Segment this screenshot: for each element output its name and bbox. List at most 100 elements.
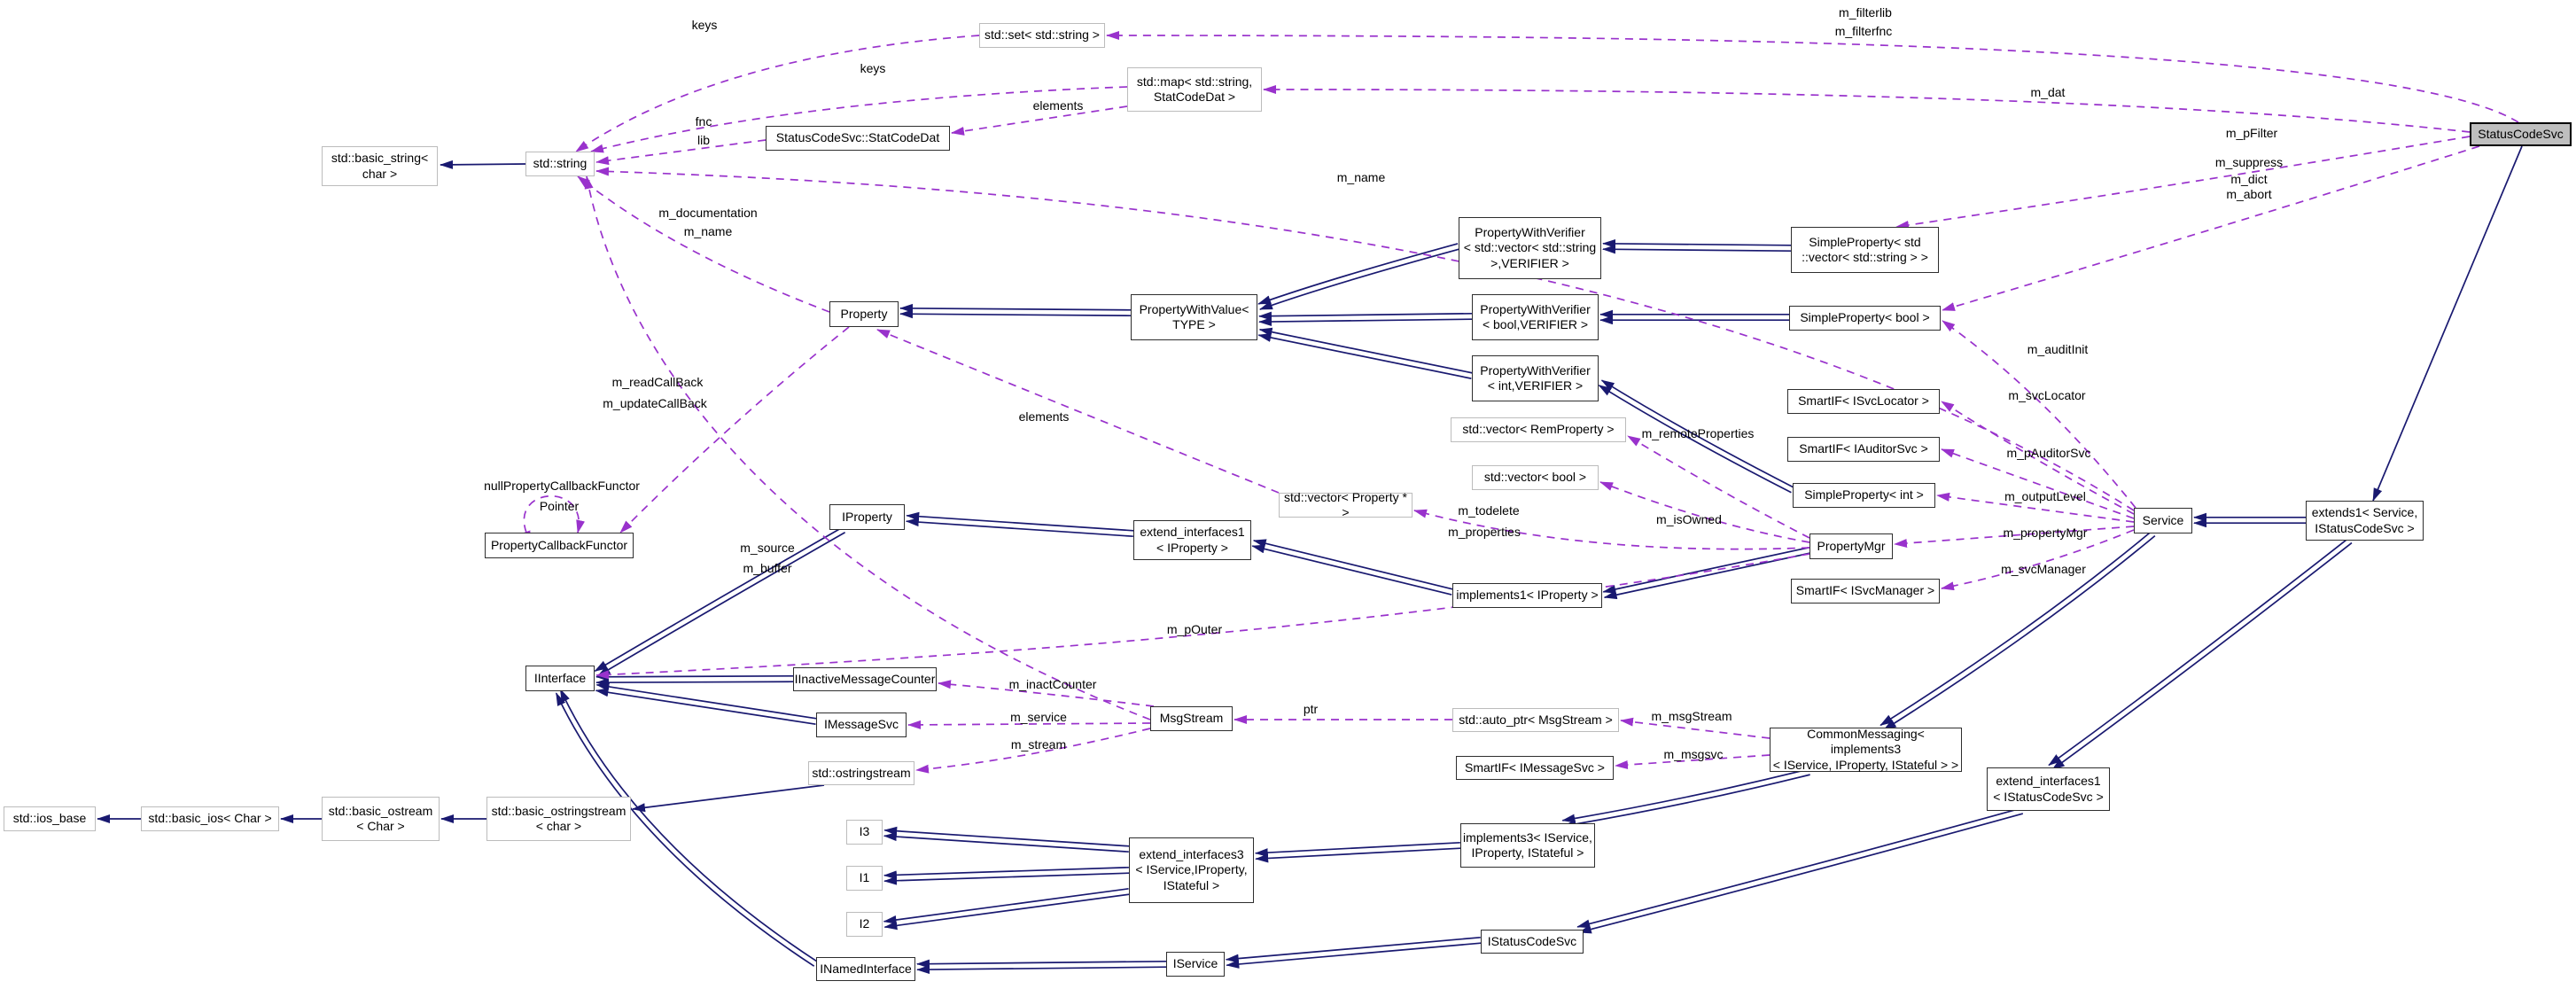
- edge-iservice-to-inamedinterface: [915, 959, 1166, 969]
- class-node-ostringstream: std::ostringstream: [808, 761, 914, 785]
- edge-extif1-istatus-to-istatuscodesvc: [1576, 807, 2022, 929]
- edge-iinactive-to-iinterface: [595, 672, 793, 681]
- edge-extif3-to-i2: [883, 893, 1130, 931]
- edge-statuscodesvc-to-extends1: [2372, 145, 2523, 502]
- class-node-std-set: std::set< std::string >: [979, 23, 1105, 48]
- class-node-pwverif-vec[interactable]: PropertyWithVerifier < std::vector< std:…: [1459, 217, 1601, 279]
- edge-msgstream-to-imessagesvc: [907, 720, 1151, 729]
- edge-extif1-iprop-to-iproperty: [905, 518, 1133, 538]
- class-node-istatuscodesvc[interactable]: IStatusCodeSvc: [1481, 930, 1584, 954]
- edge-service-to-commonmsg: [1879, 530, 2152, 727]
- edge-property-to-std-string: [577, 175, 830, 313]
- class-node-commonmsg[interactable]: CommonMessaging< implements3 < IService,…: [1770, 727, 1962, 772]
- class-node-simple-int[interactable]: SimpleProperty< int >: [1793, 483, 1935, 508]
- class-node-iinterface[interactable]: IInterface: [525, 666, 595, 691]
- class-node-statuscodesvc[interactable]: StatusCodeSvc: [2470, 122, 2572, 146]
- class-node-statcodedat[interactable]: StatusCodeSvc::StatCodeDat: [766, 126, 950, 151]
- class-node-simple-vec[interactable]: SimpleProperty< std ::vector< std::strin…: [1791, 227, 1939, 273]
- edge-pwvalue-to-property: [899, 303, 1132, 313]
- edge-simple-vec-to-pwverif-vec: [1602, 238, 1792, 248]
- edge-service-to-smartif-svcloc: [1941, 401, 2135, 515]
- edge-propertymgr-to-vec-prop: [1413, 509, 1810, 550]
- edge-ostringstream-to-basic-ostringstream: [632, 784, 825, 813]
- edge-pwverif-int-to-pwvalue: [1257, 333, 1472, 379]
- edge-impl1-iprop-to-extif1-iprop: [1251, 544, 1452, 596]
- edge-extif1-iprop-to-iproperty: [906, 511, 1134, 532]
- class-node-basic-ostream: std::basic_ostream < Char >: [322, 797, 440, 841]
- edge-extends1-to-extif1-istatus: [2048, 537, 2349, 767]
- edge-service-to-simple-bool: [1942, 320, 2136, 509]
- edge-extif1-istatus-to-istatuscodesvc: [1577, 813, 2024, 934]
- edge-simple-vec-to-pwverif-vec: [1601, 245, 1791, 254]
- class-node-basic-ios: std::basic_ios< Char >: [141, 806, 279, 831]
- edge-service-to-propertymgr: [1894, 526, 2135, 548]
- class-node-std-map: std::map< std::string, StatCodeDat >: [1127, 67, 1262, 112]
- class-node-service[interactable]: Service: [2134, 508, 2192, 533]
- edge-impl1-iprop-to-extif1-iprop: [1252, 539, 1453, 590]
- edge-msgstream-to-iinactive: [938, 680, 1155, 707]
- class-node-inamedinterface[interactable]: INamedInterface: [816, 957, 915, 981]
- edge-pwvalue-to-property: [899, 309, 1131, 319]
- edge-service-to-commonmsg: [1883, 534, 2156, 731]
- class-node-smartif-svcloc[interactable]: SmartIF< ISvcLocator >: [1787, 389, 1940, 414]
- class-node-basic-ostringstream: std::basic_ostringstream < char >: [486, 797, 631, 841]
- edge-propertymgr-to-iinterface: [595, 553, 1810, 680]
- edge-iinactive-to-iinterface: [595, 678, 794, 688]
- class-node-simple-bool[interactable]: SimpleProperty< bool >: [1789, 306, 1941, 331]
- edge-iproperty-to-iinterface: [596, 532, 846, 677]
- edge-extends1-to-extif1-istatus: [2051, 541, 2353, 771]
- class-node-pcallback[interactable]: PropertyCallbackFunctor: [485, 533, 634, 558]
- edge-extif3-to-i2: [883, 887, 1129, 924]
- class-node-msgstream[interactable]: MsgStream: [1150, 706, 1233, 731]
- class-node-extif3[interactable]: extend_interfaces3 < IService,IProperty,…: [1129, 837, 1254, 903]
- class-node-impl3[interactable]: implements3< IService, IProperty, IState…: [1460, 823, 1595, 868]
- class-node-vec-prop: std::vector< Property * >: [1279, 490, 1413, 519]
- class-node-smartif-msgsvc[interactable]: SmartIF< IMessageSvc >: [1456, 756, 1614, 780]
- class-node-pwverif-bool[interactable]: PropertyWithVerifier < bool,VERIFIER >: [1472, 294, 1599, 340]
- edge-pwverif-vec-to-pwvalue: [1258, 248, 1460, 310]
- class-node-smartif-auditor[interactable]: SmartIF< IAuditorSvc >: [1787, 437, 1940, 462]
- edge-commonmsg-to-impl3: [1562, 774, 1810, 829]
- edge-property-to-pcallback: [619, 326, 850, 533]
- edge-istatuscodesvc-to-iservice: [1226, 942, 1482, 969]
- class-node-i3: I3: [846, 820, 883, 845]
- edge-iproperty-to-iinterface: [594, 526, 843, 672]
- class-node-pwverif-int[interactable]: PropertyWithVerifier < int,VERIFIER >: [1472, 355, 1599, 401]
- edge-statuscodesvc-to-simple-bool: [1942, 145, 2480, 311]
- class-node-iservice[interactable]: IService: [1166, 952, 1225, 977]
- class-node-impl1-iprop[interactable]: implements1< IProperty >: [1452, 583, 1602, 608]
- class-node-basic-string: std::basic_string< char >: [322, 146, 438, 186]
- edge-simple-int-to-pwverif-int: [1600, 379, 1794, 488]
- edge-extif3-to-i1: [883, 872, 1130, 885]
- edge-msgstream-to-std-string: [584, 175, 1151, 720]
- class-node-pwvalue[interactable]: PropertyWithValue< TYPE >: [1131, 294, 1257, 340]
- class-node-extif1-istatus[interactable]: extend_interfaces1 < IStatusCodeSvc >: [1987, 767, 2110, 811]
- class-node-property[interactable]: Property: [829, 301, 899, 327]
- edge-imessagesvc-to-iinterface: [595, 688, 816, 726]
- edge-std-set-to-std-string: [575, 35, 980, 152]
- edge-extif3-to-i3: [883, 832, 1129, 853]
- edge-iservice-to-inamedinterface: [916, 965, 1167, 975]
- edge-std-string-to-basic-string: [440, 160, 526, 169]
- edge-statuscodesvc-to-std-set: [1106, 31, 2519, 123]
- edge-propertymgr-to-vec-rem: [1627, 435, 1810, 539]
- edge-imessagesvc-to-iinterface: [595, 682, 817, 720]
- class-node-smartif-svcmgr[interactable]: SmartIF< ISvcManager >: [1791, 579, 1940, 604]
- class-node-iproperty[interactable]: IProperty: [829, 504, 905, 530]
- class-node-ios-base: std::ios_base: [4, 806, 96, 831]
- edge-service-to-simple-int: [1936, 492, 2135, 523]
- class-node-extends1[interactable]: extends1< Service, IStatusCodeSvc >: [2306, 501, 2424, 541]
- class-node-propertymgr[interactable]: PropertyMgr: [1809, 533, 1893, 559]
- class-node-imessagesvc[interactable]: IMessageSvc: [816, 713, 907, 737]
- edge-simple-int-to-pwverif-int: [1598, 385, 1792, 494]
- class-node-extif1-iprop[interactable]: extend_interfaces1 < IProperty >: [1133, 520, 1251, 560]
- class-node-i2: I2: [846, 912, 883, 937]
- class-node-iinactive[interactable]: IInactiveMessageCounter: [793, 667, 937, 691]
- edge-commonmsg-to-smartif-msgsvc: [1615, 754, 1771, 770]
- edge-extif3-to-i3: [883, 826, 1130, 847]
- edge-istatuscodesvc-to-iservice: [1225, 936, 1481, 963]
- edge-service-to-smartif-svcmgr: [1941, 529, 2135, 591]
- edge-commonmsg-to-impl3: [1561, 768, 1809, 823]
- edge-vec-prop-to-property: [876, 329, 1280, 494]
